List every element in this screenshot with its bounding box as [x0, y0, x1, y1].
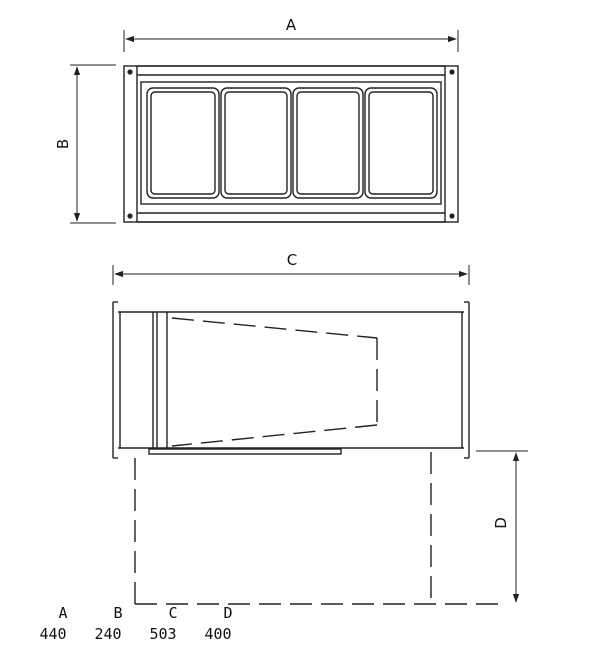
filter-bag-outline — [171, 317, 378, 447]
filter-panels — [146, 87, 438, 199]
table-header: D — [223, 604, 232, 622]
dimension-b-label: B — [54, 139, 72, 149]
table-value: 503 — [149, 625, 176, 643]
dimension-d-label: D — [492, 517, 510, 529]
table-value: 440 — [39, 625, 66, 643]
dimension-c-label: C — [287, 251, 297, 269]
side-view: C D — [112, 251, 528, 605]
table-header: C — [168, 604, 177, 622]
front-view: A B — [54, 16, 459, 224]
table-value: 400 — [204, 625, 231, 643]
extension-outline — [134, 452, 500, 605]
table-header: B — [113, 604, 122, 622]
dimension-a-label: A — [286, 16, 297, 34]
table-header: A — [58, 604, 67, 622]
table-value: 240 — [94, 625, 121, 643]
dimension-table: A B C D 440 240 503 400 — [39, 604, 232, 643]
